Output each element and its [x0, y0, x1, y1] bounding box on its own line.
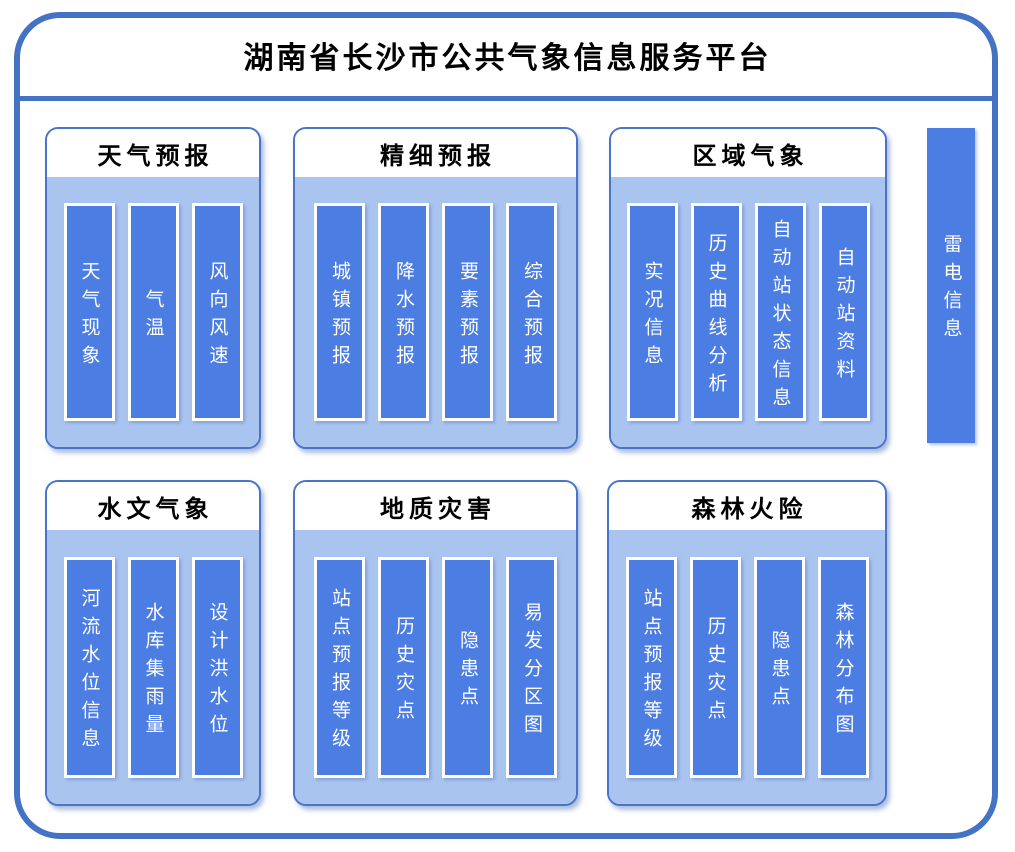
group-title: 天气预报 — [47, 129, 259, 177]
group-fine-forecast: 精细预报 城镇预报 降水预报 要素预报 综合预报 — [293, 127, 578, 449]
category-bar: 历史灾点 — [689, 556, 741, 778]
group-title: 水文气象 — [47, 482, 259, 530]
group-body: 站点预报等级 历史灾点 隐患点 森林分布图 — [609, 530, 885, 804]
group-body: 实况信息 历史曲线分析 自动站状态信息 自动站资料 — [611, 177, 885, 447]
category-bar: 气温 — [127, 203, 179, 421]
category-bar-label: 综合预报 — [521, 260, 542, 373]
category-bar-label: 降水预报 — [393, 260, 414, 373]
category-bar-label: 天气现象 — [78, 260, 100, 373]
group-body: 城镇预报 降水预报 要素预报 综合预报 — [295, 177, 576, 447]
category-bar-label: 实况信息 — [641, 260, 663, 373]
category-bar-label: 森林分布图 — [832, 601, 854, 742]
category-bar-label: 气温 — [142, 288, 164, 345]
category-bar-label: 城镇预报 — [329, 260, 350, 373]
group-hydrology-weather: 水文气象 河流水位信息 水库集雨量 设计洪水位 — [45, 480, 261, 806]
group-title: 森林火险 — [609, 482, 885, 530]
category-bar: 水库集雨量 — [127, 556, 179, 778]
group-title: 地质灾害 — [295, 482, 576, 530]
category-bar-label: 历史曲线分析 — [705, 232, 727, 401]
group-geological-disaster: 地质灾害 站点预报等级 历史灾点 隐患点 易发分区图 — [293, 480, 578, 806]
group-body: 河流水位信息 水库集雨量 设计洪水位 — [47, 530, 259, 804]
lightning-info-bar: 雷电信息 — [927, 128, 975, 443]
category-bar-label: 河流水位信息 — [78, 587, 100, 756]
category-bar-label: 要素预报 — [457, 260, 478, 373]
category-bar-label: 历史灾点 — [393, 615, 414, 728]
category-bar: 城镇预报 — [314, 203, 365, 421]
category-bar: 天气现象 — [63, 203, 115, 421]
category-bar-label: 自动站状态信息 — [769, 218, 791, 415]
category-bar: 自动站状态信息 — [754, 203, 806, 421]
lightning-info-label: 雷电信息 — [940, 234, 962, 346]
category-bar-label: 隐患点 — [768, 629, 790, 714]
category-bar: 设计洪水位 — [191, 556, 243, 778]
category-bar: 隐患点 — [442, 556, 493, 778]
group-body: 天气现象 气温 风向风速 — [47, 177, 259, 447]
category-bar-label: 隐患点 — [457, 629, 478, 714]
category-bar: 河流水位信息 — [63, 556, 115, 778]
category-bar-label: 站点预报等级 — [329, 587, 350, 756]
category-bar: 易发分区图 — [506, 556, 557, 778]
group-weather-forecast: 天气预报 天气现象 气温 风向风速 — [45, 127, 261, 449]
category-bar: 实况信息 — [626, 203, 678, 421]
category-bar: 风向风速 — [191, 203, 243, 421]
category-bar: 综合预报 — [506, 203, 557, 421]
category-bar-label: 风向风速 — [206, 260, 228, 373]
category-bar-label: 站点预报等级 — [640, 587, 662, 756]
category-bar-label: 自动站资料 — [833, 246, 855, 387]
group-body: 站点预报等级 历史灾点 隐患点 易发分区图 — [295, 530, 576, 804]
category-bar: 自动站资料 — [818, 203, 870, 421]
category-bar: 降水预报 — [378, 203, 429, 421]
category-bar: 隐患点 — [753, 556, 805, 778]
group-title: 精细预报 — [295, 129, 576, 177]
category-bar: 历史曲线分析 — [690, 203, 742, 421]
group-regional-weather: 区域气象 实况信息 历史曲线分析 自动站状态信息 自动站资料 — [609, 127, 887, 449]
group-title: 区域气象 — [611, 129, 885, 177]
title-divider — [20, 96, 995, 101]
category-bar: 站点预报等级 — [314, 556, 365, 778]
category-bar-label: 水库集雨量 — [142, 601, 164, 742]
page-title: 湖南省长沙市公共气象信息服务平台 — [243, 42, 772, 75]
category-bar: 要素预报 — [442, 203, 493, 421]
category-bar-label: 易发分区图 — [521, 601, 542, 742]
group-forest-fire: 森林火险 站点预报等级 历史灾点 隐患点 森林分布图 — [607, 480, 887, 806]
category-bar-label: 设计洪水位 — [206, 601, 228, 742]
category-bar: 站点预报等级 — [625, 556, 677, 778]
category-bar: 森林分布图 — [817, 556, 869, 778]
category-bar: 历史灾点 — [378, 556, 429, 778]
category-bar-label: 历史灾点 — [704, 615, 726, 728]
